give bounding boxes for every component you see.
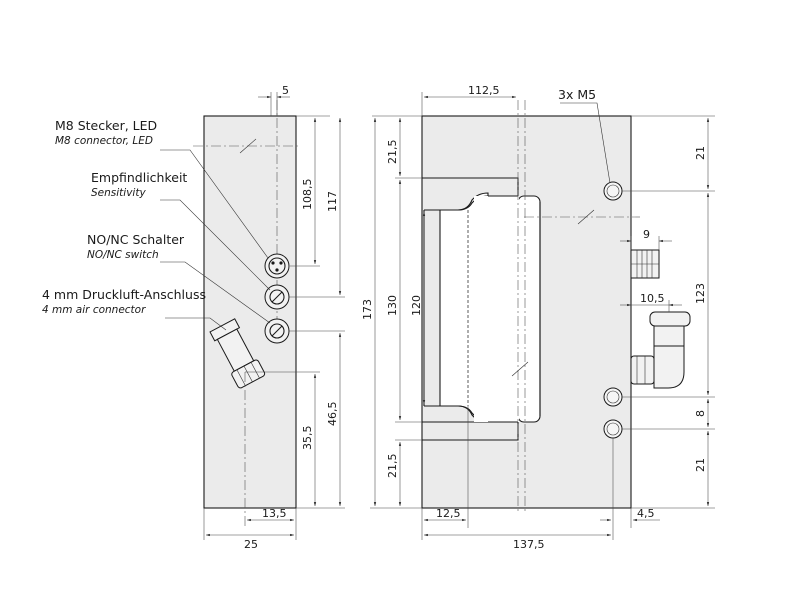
leader-switch [160,261,271,324]
leader-threads [560,102,611,184]
dim-21-5-bottom: 21,5 [386,454,399,479]
dim-9: 9 [643,228,650,241]
dim-25: 25 [244,538,258,551]
leader-m8 [160,149,269,259]
label-air-en: 4 mm air connector [42,304,146,316]
dim-21-top: 21 [694,146,707,160]
label-m8-de: M8 Stecker, LED [55,118,157,133]
dim-8: 8 [694,410,707,417]
air-connector-fitting-icon [209,318,266,389]
label-m8-en: M8 connector, LED [55,135,153,147]
left-view: 5 108,5 117 46,5 35,5 13,5 25 [160,84,345,551]
dim-137-5: 137,5 [513,538,545,551]
dim-130: 130 [386,295,399,316]
dim-10-5: 10,5 [640,292,665,305]
dim-21-bottom: 21 [694,458,707,472]
dim-top-width: 5 [282,84,289,97]
right-view: 112,5 21,5 173 130 120 21,5 12,5 137,5 [361,84,715,551]
dim-21-5-top: 21,5 [386,140,399,165]
label-switch-de: NO/NC Schalter [87,232,185,247]
m5-hole-bottom-icon [603,419,623,439]
dim-120: 120 [410,295,423,316]
air-fitting-side-icon [630,311,691,389]
leader-sensitivity [160,199,271,291]
sensitivity-knob-icon [264,284,290,310]
dim-112-5: 112,5 [468,84,500,97]
m5-hole-middle-icon [603,387,623,407]
m8-connector-icon [264,253,290,279]
m8-connector-side-icon [630,249,660,279]
switch-knob-icon [264,318,290,344]
left-housing [203,115,297,509]
dim-46-5: 46,5 [326,402,339,427]
dim-123: 123 [694,283,707,304]
dim-4-5: 4,5 [637,507,655,520]
label-threads: 3x M5 [558,87,596,102]
dim-173: 173 [361,299,374,320]
dim-108-5: 108,5 [301,179,314,211]
callout-labels: M8 Stecker, LED M8 connector, LED Empfin… [42,87,596,316]
dim-13-5: 13,5 [262,507,287,520]
dim-35-5: 35,5 [301,426,314,451]
dim-117: 117 [326,191,339,212]
label-sensitivity-de: Empfindlichkeit [91,170,187,185]
dim-12-5: 12,5 [436,507,461,520]
label-air-de: 4 mm Druckluft-Anschluss [42,287,206,302]
leader-air [165,317,227,331]
m5-hole-top-icon [603,181,623,201]
label-sensitivity-en: Sensitivity [91,187,146,199]
label-switch-en: NO/NC switch [87,249,159,261]
left-break-mark [239,138,257,154]
